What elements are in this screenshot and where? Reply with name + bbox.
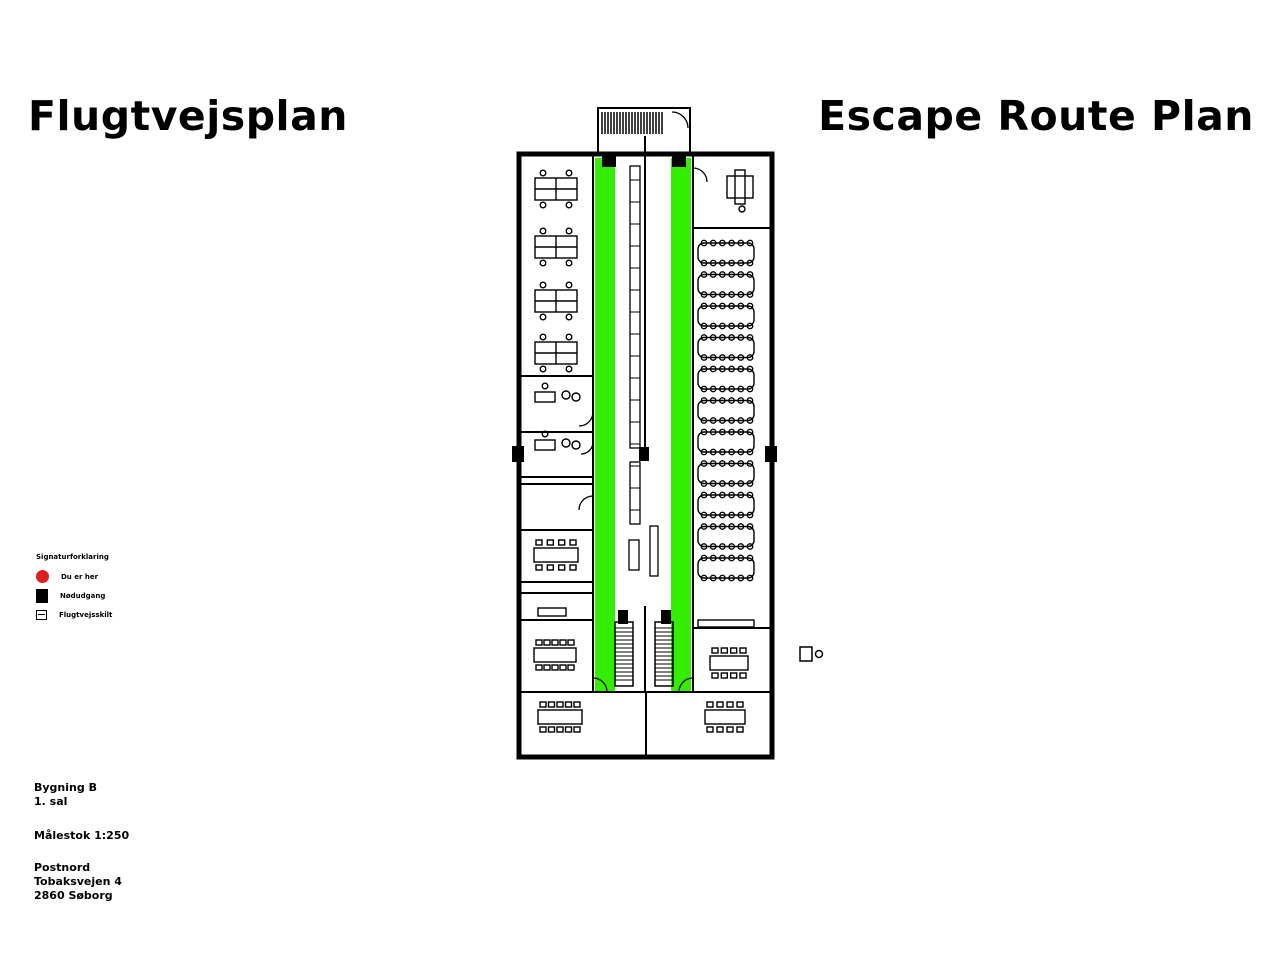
exit-west	[512, 446, 524, 462]
internal-walls	[518, 156, 770, 755]
central-shelving	[628, 165, 659, 577]
stair-treads	[615, 627, 673, 681]
title-danish: Flugtvejsplan	[28, 92, 348, 140]
location-dot-icon	[36, 570, 49, 583]
scale-info: Målestok 1:250	[34, 829, 129, 843]
door-arcs	[578, 111, 708, 693]
stair-flights	[614, 621, 674, 687]
exit-square-icon	[36, 588, 48, 603]
annex-stair-treads	[601, 112, 663, 134]
exit-top-left	[602, 155, 616, 167]
escape-route-left	[595, 158, 615, 693]
title-english: Escape Route Plan	[818, 92, 1254, 140]
address-city: 2860 Søborg	[34, 889, 113, 902]
legend-label: Nødudgang	[60, 591, 106, 600]
legend: Signaturforklaring Du er her Nødudgang F…	[36, 553, 112, 624]
furniture	[533, 169, 755, 733]
exit-markers	[512, 155, 777, 624]
shelf-dividers	[630, 179, 640, 511]
building-name: Bygning B	[34, 781, 97, 794]
legend-heading: Signaturforklaring	[36, 553, 109, 561]
escape-route-right	[671, 158, 691, 693]
scale-text: Målestok 1:250	[34, 829, 130, 842]
you-are-here-sign-icon	[799, 646, 824, 662]
address-street: Tobaksvejen 4	[34, 875, 122, 888]
address-name: Postnord	[34, 861, 91, 874]
building-info: Bygning B 1. sal	[34, 781, 97, 809]
legend-label: Du er her	[61, 572, 99, 581]
exit-sign-icon	[36, 609, 47, 620]
legend-label: Flugtvejsskilt	[59, 610, 113, 619]
legend-item: Nødudgang	[36, 586, 112, 605]
address-info: Postnord Tobaksvejen 4 2860 Søborg	[34, 861, 122, 903]
legend-item: Flugtvejsskilt	[36, 605, 112, 624]
floor-name: 1. sal	[34, 795, 68, 808]
exit-east	[765, 446, 777, 462]
exit-center	[639, 447, 649, 461]
legend-item: Du er her	[36, 567, 112, 586]
exit-top-right	[672, 155, 686, 167]
